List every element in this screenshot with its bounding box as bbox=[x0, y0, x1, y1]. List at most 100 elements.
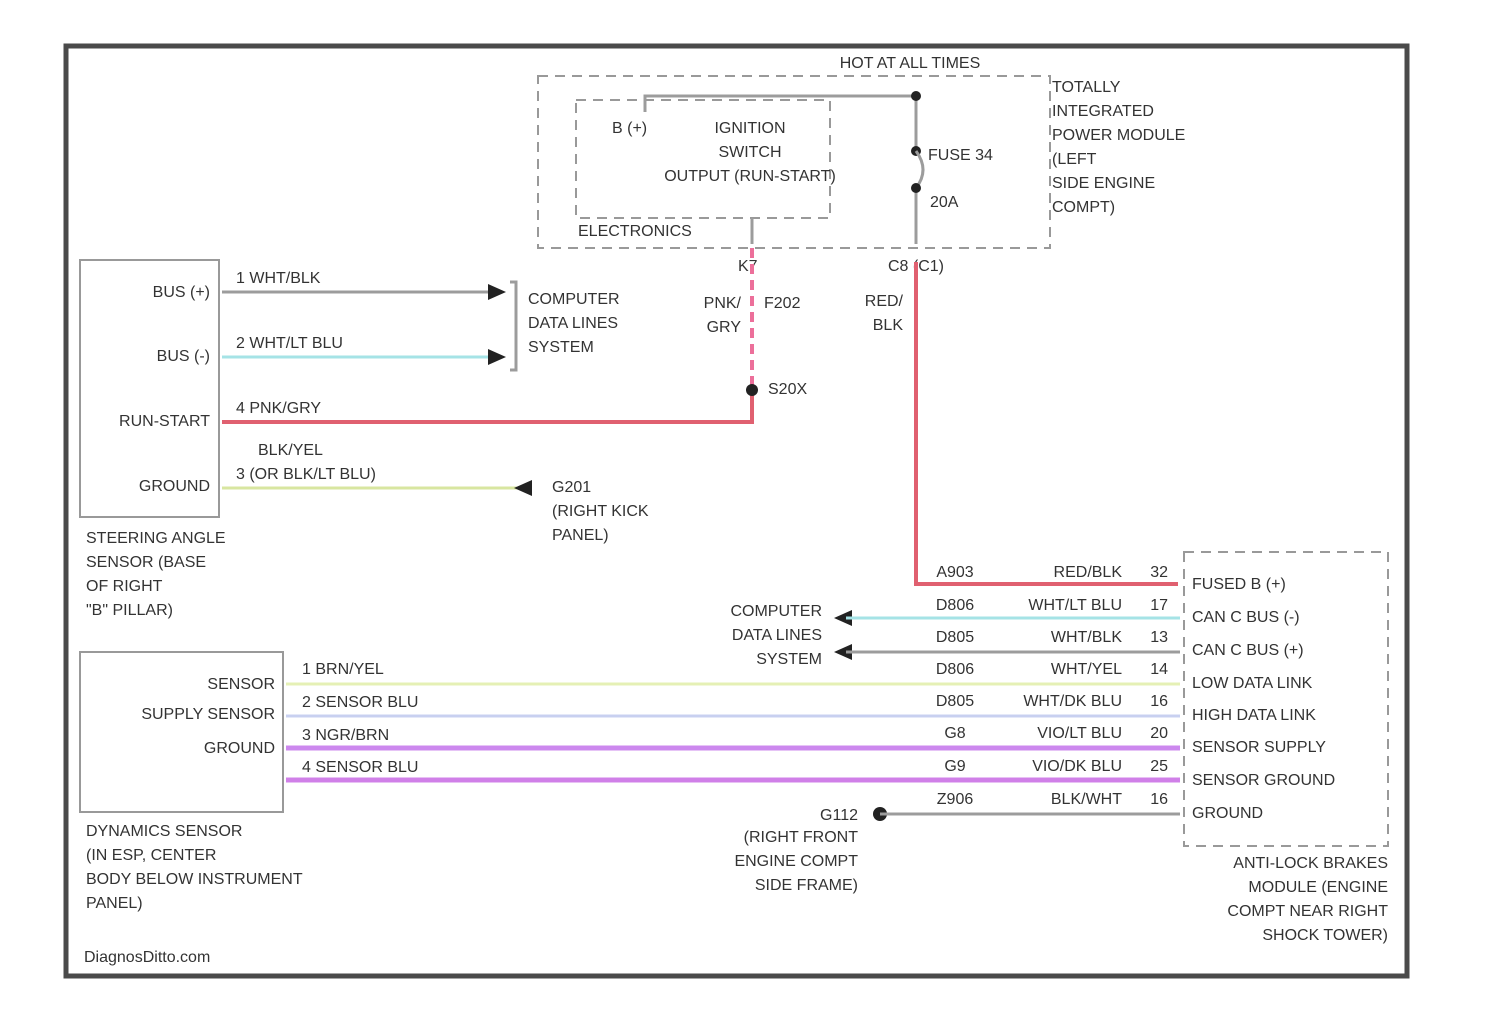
electronics-label: ELECTRONICS bbox=[578, 223, 692, 240]
abs-label-3: COMPT NEAR RIGHT bbox=[1227, 903, 1388, 920]
dyn-pin-ground: GROUND bbox=[204, 740, 275, 757]
dyn-wire-1-label: 1 BRN/YEL bbox=[302, 661, 384, 678]
dyn-label-3: BODY BELOW INSTRUMENT bbox=[86, 871, 303, 888]
ignition-label-1: IGNITION bbox=[714, 120, 785, 137]
steering-angle-sensor: BUS (+) BUS (-) RUN-START GROUND STEERIN… bbox=[80, 260, 752, 619]
cdl-label-3: SYSTEM bbox=[528, 339, 594, 356]
feed-junction-dot bbox=[911, 91, 921, 101]
abs-row-color: WHT/BLK bbox=[1051, 629, 1122, 646]
abs-label-4: SHOCK TOWER) bbox=[1262, 927, 1388, 944]
abs-row-circuit: A903 bbox=[936, 564, 973, 581]
abs-row-circuit: D805 bbox=[936, 629, 974, 646]
abs-row-color: BLK/WHT bbox=[1051, 791, 1122, 808]
tipm-label-3: POWER MODULE bbox=[1052, 127, 1185, 144]
abs-row-pin: 17 bbox=[1150, 597, 1168, 614]
abs-row-pin: 20 bbox=[1150, 725, 1168, 742]
wire1-label: 1 WHT/BLK bbox=[236, 270, 321, 287]
wire4-label: 4 PNK/GRY bbox=[236, 400, 321, 417]
cdl-label-2: DATA LINES bbox=[528, 315, 618, 332]
sas-pin-bus-plus: BUS (+) bbox=[153, 284, 210, 301]
arrow-bus-minus bbox=[488, 349, 506, 365]
run-start-circuit: F202 bbox=[764, 295, 801, 312]
abs-row-pin: 13 bbox=[1150, 629, 1168, 646]
pin-k7-label: K7 bbox=[738, 258, 758, 275]
abs-row-name: FUSED B (+) bbox=[1192, 576, 1286, 593]
wire3b-label: 3 (OR BLK/LT BLU) bbox=[236, 466, 376, 483]
dyn-label-4: PANEL) bbox=[86, 895, 143, 912]
run-start-color-2: GRY bbox=[707, 319, 742, 336]
cdl-bracket bbox=[510, 282, 516, 370]
wire3a-label: BLK/YEL bbox=[258, 442, 323, 459]
tipm-label-5: SIDE ENGINE bbox=[1052, 175, 1155, 192]
cdl-label-1: COMPUTER bbox=[528, 291, 620, 308]
sas-label-4: "B" PILLAR) bbox=[86, 602, 173, 619]
cdl2-label-2: DATA LINES bbox=[732, 627, 822, 644]
abs-row-pin: 16 bbox=[1150, 693, 1168, 710]
dyn-wire-2-label: 2 SENSOR BLU bbox=[302, 694, 418, 711]
g112-id: G112 bbox=[820, 807, 858, 824]
fuse-label: FUSE 34 bbox=[928, 147, 993, 164]
abs-row-circuit: D806 bbox=[936, 597, 974, 614]
abs-row-pin: 16 bbox=[1150, 791, 1168, 808]
wire-fused-b-plus bbox=[916, 262, 1178, 584]
g112-label-1: (RIGHT FRONT bbox=[744, 829, 859, 846]
abs-row-name: SENSOR SUPPLY bbox=[1192, 739, 1326, 756]
abs-label-1: ANTI-LOCK BRAKES bbox=[1233, 855, 1388, 872]
abs-row-name: CAN C BUS (-) bbox=[1192, 609, 1300, 626]
abs-row-pin: 25 bbox=[1150, 758, 1168, 775]
electronics-outline bbox=[576, 100, 830, 218]
abs-row-name: HIGH DATA LINK bbox=[1192, 707, 1316, 724]
abs-row-circuit: Z906 bbox=[937, 791, 974, 808]
tipm-label-6: COMPT) bbox=[1052, 199, 1115, 216]
g112-label-2: ENGINE COMPT bbox=[734, 853, 858, 870]
dyn-label-1: DYNAMICS SENSOR bbox=[86, 823, 242, 840]
fuse-34-symbol bbox=[916, 151, 923, 244]
abs-row-circuit: D805 bbox=[936, 693, 974, 710]
splice-label: S20X bbox=[768, 381, 807, 398]
g201-label-1: G201 bbox=[552, 479, 591, 496]
sas-pin-bus-minus: BUS (-) bbox=[157, 348, 210, 365]
abs-row-name: SENSOR GROUND bbox=[1192, 772, 1335, 789]
sas-pin-ground: GROUND bbox=[139, 478, 210, 495]
abs-row-circuit: G8 bbox=[944, 725, 965, 742]
fused-feed: RED/ BLK bbox=[865, 262, 1178, 584]
dyn-pin-sensor: SENSOR bbox=[207, 676, 275, 693]
dyn-wire-3-label: 3 NGR/BRN bbox=[302, 727, 389, 744]
abs-row-pin: 14 bbox=[1150, 661, 1168, 678]
abs-row-color: VIO/DK BLU bbox=[1032, 758, 1122, 775]
abs-row-name: CAN C BUS (+) bbox=[1192, 642, 1304, 659]
watermark: DiagnosDitto.com bbox=[84, 949, 210, 966]
tipm-label-1: TOTALLY bbox=[1052, 79, 1121, 96]
abs-row-color: RED/BLK bbox=[1054, 564, 1123, 581]
sas-pin-run-start: RUN-START bbox=[119, 413, 210, 430]
abs-row-circuit: D806 bbox=[936, 661, 974, 678]
dyn-pin-supply-sensor: SUPPLY SENSOR bbox=[141, 706, 275, 723]
sas-label-1: STEERING ANGLE bbox=[86, 530, 226, 547]
wire2-label: 2 WHT/LT BLU bbox=[236, 335, 343, 352]
fused-color-2: BLK bbox=[873, 317, 904, 334]
fused-color-1: RED/ bbox=[865, 293, 904, 310]
abs-row-color: WHT/LT BLU bbox=[1028, 597, 1122, 614]
dyn-label-2: (IN ESP, CENTER bbox=[86, 847, 216, 864]
g201-label-2: (RIGHT KICK bbox=[552, 503, 649, 520]
abs-outline bbox=[1184, 552, 1388, 846]
fuse-bottom-dot bbox=[911, 183, 921, 193]
abs-row-color: WHT/DK BLU bbox=[1023, 693, 1122, 710]
tipm-label-2: INTEGRATED bbox=[1052, 103, 1154, 120]
b-plus-label: B (+) bbox=[612, 120, 647, 137]
arrow-sas-ground bbox=[514, 480, 532, 496]
cdl2-label-1: COMPUTER bbox=[730, 603, 822, 620]
arrow-bus-plus bbox=[488, 284, 506, 300]
fuse-rating-label: 20A bbox=[930, 194, 959, 211]
abs-row-name: GROUND bbox=[1192, 805, 1263, 822]
abs-row-color: WHT/YEL bbox=[1051, 661, 1122, 678]
run-start-color-1: PNK/ bbox=[704, 295, 742, 312]
abs-row-name: LOW DATA LINK bbox=[1192, 675, 1313, 692]
ignition-label-3: OUTPUT (RUN-START) bbox=[664, 168, 836, 185]
abs-label-2: MODULE (ENGINE bbox=[1248, 879, 1388, 896]
tipm-label-4: (LEFT bbox=[1052, 151, 1097, 168]
sas-label-3: OF RIGHT bbox=[86, 578, 163, 595]
abs-row-pin: 32 bbox=[1150, 564, 1168, 581]
abs-row-circuit: G9 bbox=[944, 758, 965, 775]
